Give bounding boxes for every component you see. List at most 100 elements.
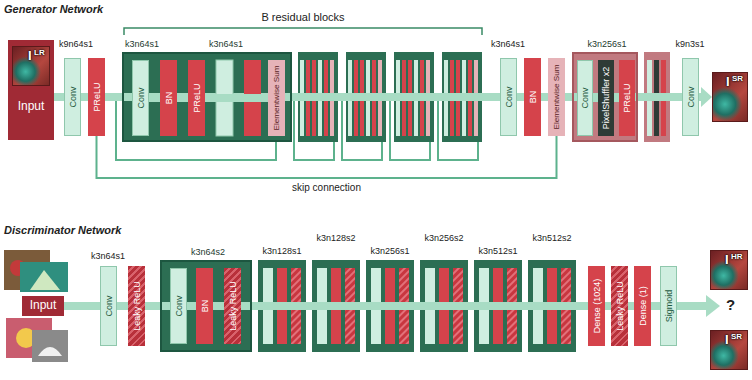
flow-connector <box>105 97 122 98</box>
layer-name: Dense (1024) <box>591 279 601 334</box>
image-detail <box>30 270 60 290</box>
conv-layer: Conv <box>577 60 593 136</box>
sum-layer: Elementwise Sum <box>268 60 285 136</box>
flow-connector <box>117 306 128 307</box>
layer-name: Leaky ReLU <box>614 281 624 331</box>
flow-bar <box>187 302 196 310</box>
input-box: Input ILR <box>8 40 54 140</box>
block-container: k3n64s1k3n64s1ConvBNPReLUElementwise Sum <box>122 52 292 142</box>
flow-connector <box>177 98 188 99</box>
connector-label: skip connection <box>290 182 363 194</box>
layer-name: PReLU <box>191 83 201 112</box>
block-ground <box>122 52 292 142</box>
leaky-relu-layer: Leaky ReLU <box>128 266 145 346</box>
flow-bar <box>541 93 548 101</box>
input-box: Input <box>22 296 64 316</box>
flow-connector <box>565 97 572 98</box>
layer-name: Conv <box>173 295 183 316</box>
layer-spec: k3n64s2 <box>191 247 225 257</box>
flow-connector <box>699 87 712 107</box>
layer-spec: k3n256s1 <box>587 39 626 49</box>
leaky-relu-layer: Leaky ReLU <box>611 266 628 346</box>
layer-spec: k3n128s2 <box>316 233 355 243</box>
flow-bar <box>638 93 682 101</box>
layer-name: BN <box>163 92 173 105</box>
layer-spec: k3n128s1 <box>262 246 301 256</box>
flow-bar <box>205 94 268 102</box>
flow-bar <box>651 302 660 310</box>
layer-spec: k9n64s1 <box>59 39 93 49</box>
flow-bar <box>565 93 572 101</box>
flow-connector <box>517 97 524 98</box>
input-image <box>32 330 68 362</box>
flow-bar <box>54 93 64 101</box>
layer-name: Conv <box>685 86 695 107</box>
layer-spec: k3n64s1 <box>491 39 525 49</box>
image-symbol: SR <box>731 332 742 341</box>
layer-name: PReLU <box>91 82 101 111</box>
conv-layer: Conv <box>170 268 187 344</box>
flow-connector <box>149 98 160 99</box>
layer-name: Conv <box>580 87 590 108</box>
layer-name: Elementwise Sum <box>552 65 561 130</box>
image-symbol: I <box>28 49 32 64</box>
layer-name: BN <box>527 91 537 104</box>
skip-line <box>390 101 430 160</box>
layer-spec: k3n64s1 <box>209 39 243 49</box>
layer-name: PReLU <box>622 83 632 112</box>
layer-name: Conv <box>103 295 113 316</box>
upsample-container: k3n256s1ConvPixelShuffler x2PReLU <box>572 52 638 142</box>
layer-name: Conv <box>503 86 513 107</box>
flow-bar <box>117 302 128 310</box>
layer-name: Leaky ReLU <box>227 281 237 331</box>
layer-spec: k3n512s2 <box>532 233 571 243</box>
image-symbol: I <box>725 253 729 268</box>
arrow-head <box>701 87 712 107</box>
skip-line <box>294 101 334 160</box>
sum-layer: Elementwise Sum <box>548 58 565 136</box>
leaky-relu-layer: Leaky ReLU <box>224 268 241 344</box>
activation-layer: BN <box>196 268 213 344</box>
activation-layer: PReLU <box>619 60 635 136</box>
layer-name: Input <box>22 299 64 313</box>
flow-bar <box>64 302 100 310</box>
layer-name: Leaky ReLU <box>131 281 141 331</box>
flow-connector <box>64 306 100 307</box>
flow-bar <box>213 302 224 310</box>
layer-name: Input <box>8 100 54 114</box>
image-thumbnail: ISR <box>712 72 748 122</box>
layer-name: Elementwise Sum <box>272 66 281 131</box>
block-ground <box>160 260 252 352</box>
activation-layer: BN <box>524 58 541 136</box>
image-symbol: I <box>725 333 729 348</box>
conv-layer: Conv <box>100 266 117 346</box>
layer-spec: k3n64s1 <box>125 39 159 49</box>
layer-name: PixelShuffler x2 <box>601 67 611 129</box>
flow-connector <box>213 306 224 307</box>
image-thumbnail: ISR <box>710 330 748 370</box>
flow-connector <box>97 136 557 178</box>
image-thumbnail: ILR <box>12 46 50 86</box>
flow-connector <box>81 97 88 98</box>
activation-layer: BN <box>160 60 177 136</box>
conv-layer: Conv <box>132 60 149 136</box>
flow-bar <box>292 93 500 101</box>
flow-connector <box>187 306 196 307</box>
upsample-ground <box>572 52 638 142</box>
flow-bar <box>149 94 160 102</box>
layer-spec: k9n3s1 <box>675 39 704 49</box>
flow-bar <box>105 93 122 101</box>
image-thumbnail: IHR <box>710 250 748 290</box>
activation-layer: PReLU <box>188 60 205 136</box>
input-image <box>20 262 68 292</box>
layer-name: Conv <box>67 86 77 107</box>
network-title: Discriminator Network <box>4 224 121 237</box>
activation-layer: Dense (1024) <box>588 266 605 346</box>
conv-layer: Conv <box>682 58 699 136</box>
layer-spec: k3n256s2 <box>424 233 463 243</box>
flow-connector <box>541 97 548 98</box>
flow-connector <box>205 98 268 99</box>
layer-name: BN <box>199 300 209 313</box>
network-title: Generator Network <box>4 3 103 16</box>
output-arrow <box>677 302 707 310</box>
